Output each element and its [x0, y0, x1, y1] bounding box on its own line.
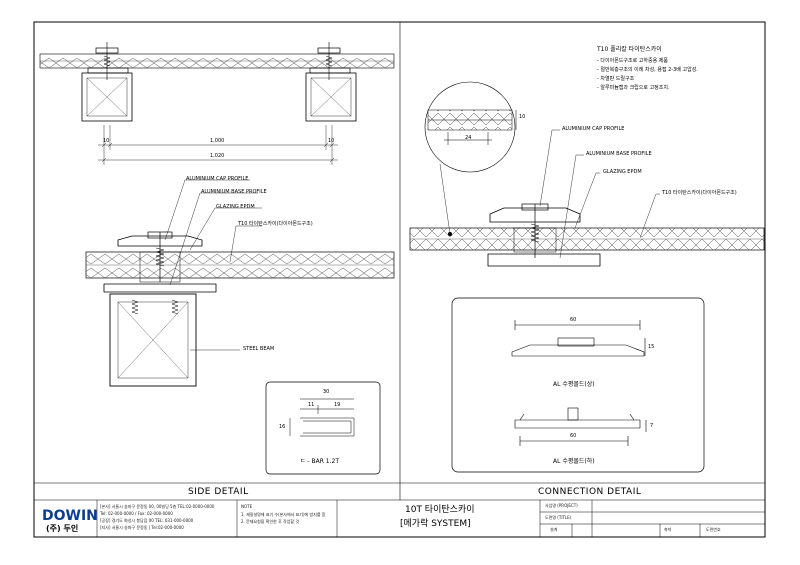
upper-dim-60: 60	[570, 317, 577, 323]
bar-dim-19: 19	[334, 402, 341, 408]
company-line-1: [본사] 서울시 송파구 문정동 00, 00빌딩 5층 TEL:02-0000…	[100, 504, 215, 509]
profile-upper	[511, 320, 646, 357]
bar-dim-11: 11	[308, 402, 315, 408]
bar-detail-box	[265, 381, 381, 475]
note-line-1: - 다이아몬드구조로 고하중용 제품	[597, 58, 668, 64]
field-dwg-no: 도면번호	[706, 527, 721, 532]
magnify-leader	[439, 163, 451, 235]
system-name: [메가락 SYSTEM]	[400, 519, 471, 529]
magnify-content	[427, 109, 517, 145]
title-block-grid	[96, 500, 765, 537]
bar-dim-30: 30	[323, 389, 330, 395]
side-enlarged-section	[85, 231, 395, 387]
lower-dim-7: 7	[650, 423, 654, 429]
side-leaders	[164, 179, 262, 351]
lower-dim-60: 60	[570, 433, 577, 439]
dim-1020: 1,020	[210, 153, 225, 159]
field-project: 사업명 (PROJECT)	[545, 503, 578, 508]
note-line-4: - 알루미늄캡과 크립으로 고정조치.	[597, 85, 670, 91]
upper-dim-15: 15	[648, 344, 655, 350]
product-name: 10T 타이탄스카이	[405, 505, 475, 515]
upper-profile-label: AL 수평몰드(상)	[553, 381, 595, 388]
bar-label: ㄷ - BAR 1.2T	[300, 458, 340, 465]
conn-callout-base: ALUMINIUM BASE PROFILE	[586, 151, 652, 157]
company-line-2: Tel: 02-000-0000 / Fax: 02-000-0000	[100, 511, 173, 516]
side-callout-panel: T10 타이탄스카이(다이아몬드구조)	[238, 221, 313, 227]
bar-dim-16: 16	[279, 424, 286, 430]
dim-1000: 1,000	[210, 138, 225, 144]
company-name: (주) 두인	[46, 524, 79, 533]
conn-callout-panel: T10 타이탄스카이(다이아몬드구조)	[662, 190, 737, 196]
top-panel-section	[39, 42, 395, 122]
profile-box	[451, 297, 705, 473]
sheet-border	[33, 21, 766, 538]
field-scale: 축척	[664, 527, 672, 532]
circle-dim-24: 24	[465, 135, 472, 141]
notes-title: T10 폴리칼 타이탄스카이	[597, 46, 662, 53]
connection-leaders	[539, 129, 660, 259]
field-design: 설계	[550, 527, 558, 532]
company-line-3: [공장] 경기도 화성시 봉담읍 00 TEL: 031-000-0000	[100, 518, 194, 523]
tb-note-1: 1. 재질설명에 표기 수(본사에서 표기)에 방지를 함	[241, 512, 326, 517]
dim-10-right: 10	[328, 138, 335, 144]
company-line-4: [지사] 서울시 송파구 문정동 | Tel:02-000-0000	[100, 525, 184, 530]
field-title: 도면명 (TITLE)	[545, 515, 572, 520]
connection-section	[409, 203, 765, 267]
side-callout-glazing: GLAZING EPDM	[216, 204, 255, 210]
side-detail-title: SIDE DETAIL	[188, 487, 249, 497]
conn-callout-glazing: GLAZING EPDM	[603, 169, 642, 175]
circle-dim-10: 10	[519, 114, 526, 120]
tb-note-2: 2. 문제요청을 확인한 후 작업할 것	[241, 519, 300, 524]
note-line-2: - 절반복층구조의 이례 차성, 용접 2-3배 고압성.	[597, 67, 698, 73]
lower-profile-label: AL 수평몰드(하)	[553, 458, 595, 465]
side-callout-cap: ALUMINIUM CAP PROFILE	[186, 176, 249, 182]
conn-callout-cap: ALUMINIUM CAP PROFILE	[562, 126, 625, 132]
profile-lower	[514, 407, 647, 446]
magnify-circle	[424, 81, 516, 173]
connection-detail-title: CONNECTION DETAIL	[538, 487, 642, 497]
company-logo: DOWIN	[42, 508, 98, 524]
note-line-3: - 차열판 드릴구조	[597, 76, 635, 82]
side-callout-beam: STEEL BEAM	[243, 346, 275, 352]
bar-detail-drawing	[289, 398, 355, 437]
dim-10-left: 10	[103, 138, 110, 144]
note-heading: NOTE	[241, 504, 253, 509]
top-dimensions	[98, 125, 338, 165]
side-callout-base: ALUMINIUM BASE PROFILE	[201, 189, 267, 195]
